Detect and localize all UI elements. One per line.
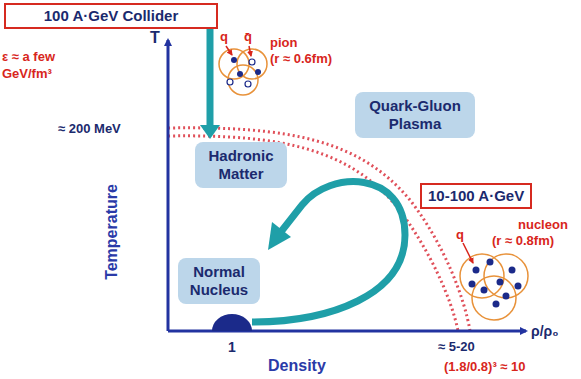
- leader-line: [226, 46, 232, 55]
- axis-title: Density: [268, 356, 326, 376]
- arrow-shaft: [207, 29, 214, 127]
- leader-line: [249, 46, 251, 56]
- trajectory-arrow: [252, 182, 405, 322]
- tick-label: ≈ 5-20: [438, 338, 475, 355]
- radius-note: (r ≈ 0.8fm): [492, 232, 554, 249]
- beam-energy-box: 10-100 A·GeV: [420, 183, 532, 209]
- phase-box: Normal Nucleus: [178, 258, 260, 304]
- axis-title: Temperature: [102, 184, 122, 280]
- arrowhead: [200, 125, 220, 139]
- node-text: 100 A·GeV Collider: [12, 7, 210, 25]
- leader-line: [463, 243, 473, 263]
- pion-quarks: [227, 57, 261, 87]
- energy-density-note: ε ≈ a few GeV/fm³: [2, 48, 98, 82]
- axis-symbol: T: [150, 28, 160, 48]
- tick-label: ≈ 200 MeV: [58, 120, 121, 137]
- estimate-note: (1.8/0.8)³ ≈ 10: [444, 358, 526, 375]
- node-text: Quark-Gluon Plasma: [363, 97, 467, 133]
- phase-box: Quark-Gluon Plasma: [355, 92, 475, 138]
- quark-label: q: [220, 28, 228, 45]
- axis-symbol: ρ/ρ₀: [531, 322, 559, 340]
- radius-note: (r ≈ 0.6fm): [270, 50, 332, 67]
- particle-name: pion: [270, 34, 297, 51]
- beam-energy-box: 100 A·GeV Collider: [4, 3, 218, 29]
- phase-boundary: [168, 128, 470, 331]
- quark-label: q: [456, 226, 464, 243]
- node-text: Hadronic Matter: [203, 147, 279, 183]
- node-text: Normal Nucleus: [186, 263, 252, 299]
- node-text: 10-100 A·GeV: [428, 187, 524, 205]
- phase-box: Hadronic Matter: [195, 142, 287, 188]
- nucleon-figure: [460, 254, 528, 320]
- nucleon-quarks: [469, 259, 522, 308]
- particle-name: nucleon: [518, 216, 568, 233]
- tick-label: 1: [228, 338, 236, 356]
- antiquark-label: q̄: [244, 28, 252, 45]
- energy-arrow: [200, 29, 220, 139]
- trajectory-arrowhead: [268, 222, 291, 250]
- nucleus-dome: [212, 314, 252, 331]
- pion-figure: [219, 49, 267, 95]
- temperature-axis: [167, 40, 170, 331]
